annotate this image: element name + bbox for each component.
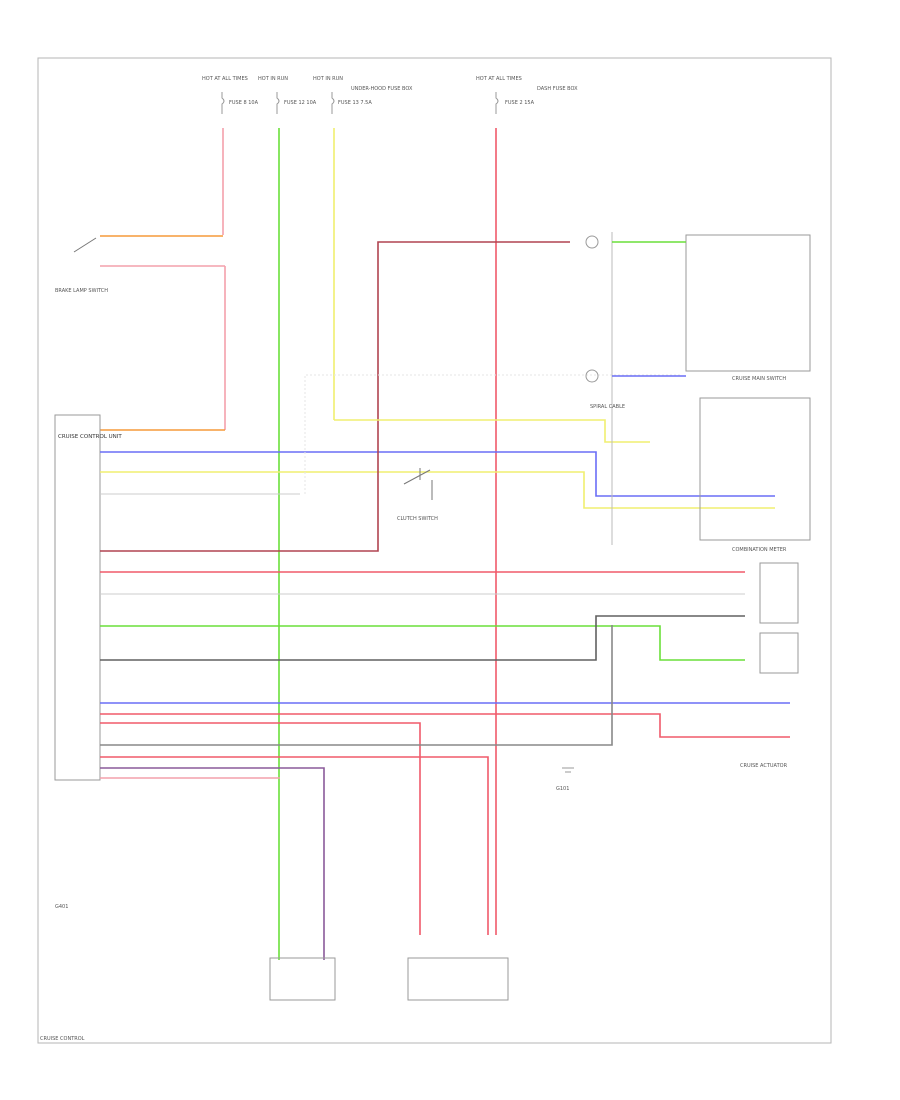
fuse-label-4: FUSE 2 15A: [505, 100, 535, 106]
signal-wires: [100, 241, 790, 960]
yellow-spiral-wire: [334, 419, 650, 443]
combination-meter-label: COMBINATION METER: [732, 547, 787, 553]
ground-label-2: G401: [55, 904, 68, 910]
ground-symbols: [562, 767, 574, 773]
cruise-main-switch: [685, 234, 811, 372]
top-fuse-label-1: HOT AT ALL TIMES: [202, 76, 248, 82]
top-fuse-label-4: HOT AT ALL TIMES: [476, 76, 522, 82]
fuse-box-note-1: UNDER-HOOD FUSE BOX: [351, 86, 413, 92]
fuse-labels: HOT AT ALL TIMES HOT IN RUN HOT IN RUN H…: [202, 76, 578, 106]
fuse-label-3: FUSE 13 7.5A: [338, 100, 372, 106]
transaxle-switch: [407, 957, 509, 1001]
fuse-label-1: FUSE 8 10A: [229, 100, 259, 106]
cruise-unit-label: CRUISE CONTROL UNIT: [58, 434, 122, 440]
spiral-cable-label: SPIRAL CABLE: [590, 404, 625, 410]
main-switch-label: CRUISE MAIN SWITCH: [732, 376, 786, 382]
fuse-symbols: [221, 92, 499, 114]
brake-switch-label: BRAKE LAMP SWITCH: [55, 288, 108, 294]
fuse-label-2: FUSE 12 10A: [284, 100, 317, 106]
fuse-box-note-2: DASH FUSE BOX: [537, 86, 578, 92]
diagram-frame: [37, 57, 832, 1044]
brake-switch-circuit: [73, 235, 226, 431]
combination-meter: [699, 397, 811, 541]
spiral-cable-connectors: [585, 232, 613, 545]
dotted-aux-wire: [304, 374, 680, 494]
clutch-switch: [403, 468, 433, 500]
top-fuse-label-3: HOT IN RUN: [313, 76, 343, 82]
ground-label-1: G101: [556, 786, 569, 792]
cruise-actuator: [759, 562, 799, 624]
actuator-motor: [759, 632, 799, 674]
top-fuse-label-2: HOT IN RUN: [258, 76, 288, 82]
clutch-switch-label: CLUTCH SWITCH: [397, 516, 438, 522]
footer-label: CRUISE CONTROL: [40, 1036, 85, 1042]
brake-pedal-switch: [269, 957, 336, 1001]
actuator-label: CRUISE ACTUATOR: [740, 763, 788, 769]
cruise-control-unit: [54, 414, 101, 781]
feed-wires: [222, 128, 497, 960]
